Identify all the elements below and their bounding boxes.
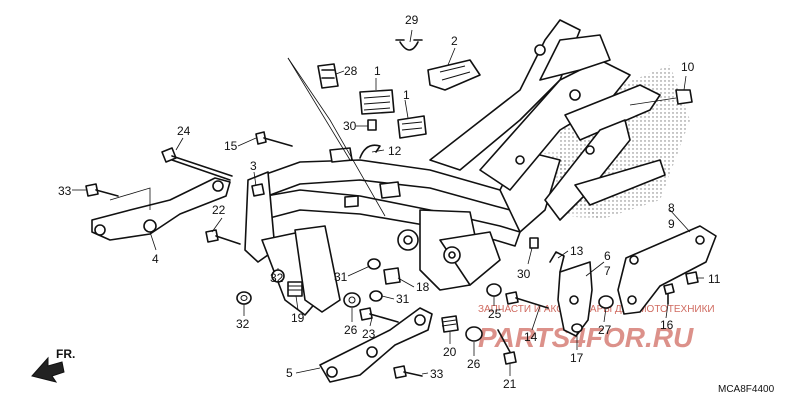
callout-22: 22	[212, 203, 226, 217]
sub-frame	[429, 19, 666, 221]
callout-1b: 1	[403, 88, 410, 102]
callout-32b: 32	[270, 271, 284, 285]
collar-part-20	[441, 315, 459, 333]
bolt-part-14	[505, 291, 549, 309]
callout-13: 13	[570, 244, 584, 258]
callout-24: 24	[177, 124, 191, 138]
callout-21: 21	[503, 377, 517, 391]
bolt-part-33b	[393, 365, 423, 379]
plate-part-8-9	[617, 225, 717, 315]
callout-labels: 29 2 28 1 1 10 30 24 15 12 3 33 22 4 8 9…	[58, 13, 721, 391]
callout-32a: 32	[236, 317, 250, 331]
bolt-part-3	[251, 183, 265, 197]
clamp-part-28	[317, 63, 339, 89]
callout-30b: 30	[517, 267, 531, 281]
callout-28: 28	[344, 64, 358, 78]
front-direction-label: FR.	[56, 347, 75, 361]
collar-part-17	[571, 323, 583, 333]
rubber-pad-part-1a	[359, 89, 395, 115]
clip-part-13	[549, 251, 565, 273]
nut-part-31a	[367, 258, 381, 270]
bolt-part-21	[497, 329, 517, 365]
callout-2: 2	[451, 34, 458, 48]
bolt-part-11	[685, 271, 699, 285]
hanger-part-4	[91, 177, 231, 241]
callout-29: 29	[405, 13, 419, 27]
callout-31b: 31	[396, 292, 410, 306]
cap-part-10	[675, 89, 693, 105]
callout-10: 10	[681, 60, 695, 74]
bolt-part-16	[663, 283, 675, 305]
watermark: ЗАПЧАСТИ И АКСЕССУАРЫ ДЛЯ МОТОТЕХНИКИ PA…	[478, 304, 715, 353]
bolt-part-22	[205, 229, 241, 245]
callout-5: 5	[286, 366, 293, 380]
callout-16: 16	[660, 318, 674, 332]
nut-part-25	[486, 283, 502, 297]
hanger-part-5	[319, 307, 433, 383]
bolt-part-33a	[85, 183, 119, 197]
callout-15: 15	[224, 139, 238, 153]
bolt-part-24	[161, 147, 233, 181]
callout-12: 12	[388, 144, 402, 158]
nut-part-31b	[369, 290, 383, 302]
collar-part-30b	[529, 237, 539, 249]
callout-11: 11	[708, 272, 721, 286]
callout-9: 9	[668, 217, 675, 231]
callout-33b: 33	[430, 367, 444, 381]
main-frame	[244, 147, 561, 316]
nut-part-26b	[465, 326, 483, 342]
callout-31a: 31	[334, 270, 348, 284]
callout-25: 25	[488, 307, 502, 321]
diagram-code: MCA8F4400	[718, 384, 775, 395]
callout-19: 19	[291, 311, 305, 325]
callout-1a: 1	[374, 64, 381, 78]
callout-26a: 26	[344, 323, 358, 337]
rubber-pad-part-1b	[397, 115, 427, 139]
guide-part-12	[359, 144, 381, 159]
callout-20: 20	[443, 345, 457, 359]
callout-4: 4	[152, 252, 159, 266]
watermark-line2: PARTS4FOR.RU	[478, 322, 694, 353]
leader-lines	[72, 29, 704, 376]
callout-30a: 30	[343, 119, 357, 133]
nut-part-26a	[343, 292, 361, 308]
callout-33a: 33	[58, 184, 72, 198]
watermark-line1: ЗАПЧАСТИ И АКСЕССУАРЫ ДЛЯ МОТОТЕХНИКИ	[478, 304, 715, 315]
clip-part-29	[395, 39, 423, 51]
collar-part-18	[383, 267, 401, 285]
callout-8: 8	[668, 201, 675, 215]
callout-27: 27	[598, 323, 612, 337]
callout-7: 7	[604, 264, 611, 278]
nut-part-27	[598, 295, 614, 309]
callout-17: 17	[570, 351, 584, 365]
callout-3: 3	[250, 159, 257, 173]
bracket-part-2	[427, 59, 481, 91]
callout-18: 18	[416, 280, 430, 294]
front-direction-arrow: FR.	[31, 347, 75, 383]
collar-part-19	[287, 281, 303, 297]
callout-6: 6	[604, 249, 611, 263]
callout-23: 23	[362, 327, 376, 341]
bolt-part-23	[359, 307, 399, 323]
callout-26b: 26	[467, 357, 481, 371]
nut-part-32a	[236, 291, 252, 305]
collar-part-30a	[367, 119, 377, 131]
bolt-part-15	[255, 131, 293, 147]
callout-14: 14	[524, 330, 538, 344]
